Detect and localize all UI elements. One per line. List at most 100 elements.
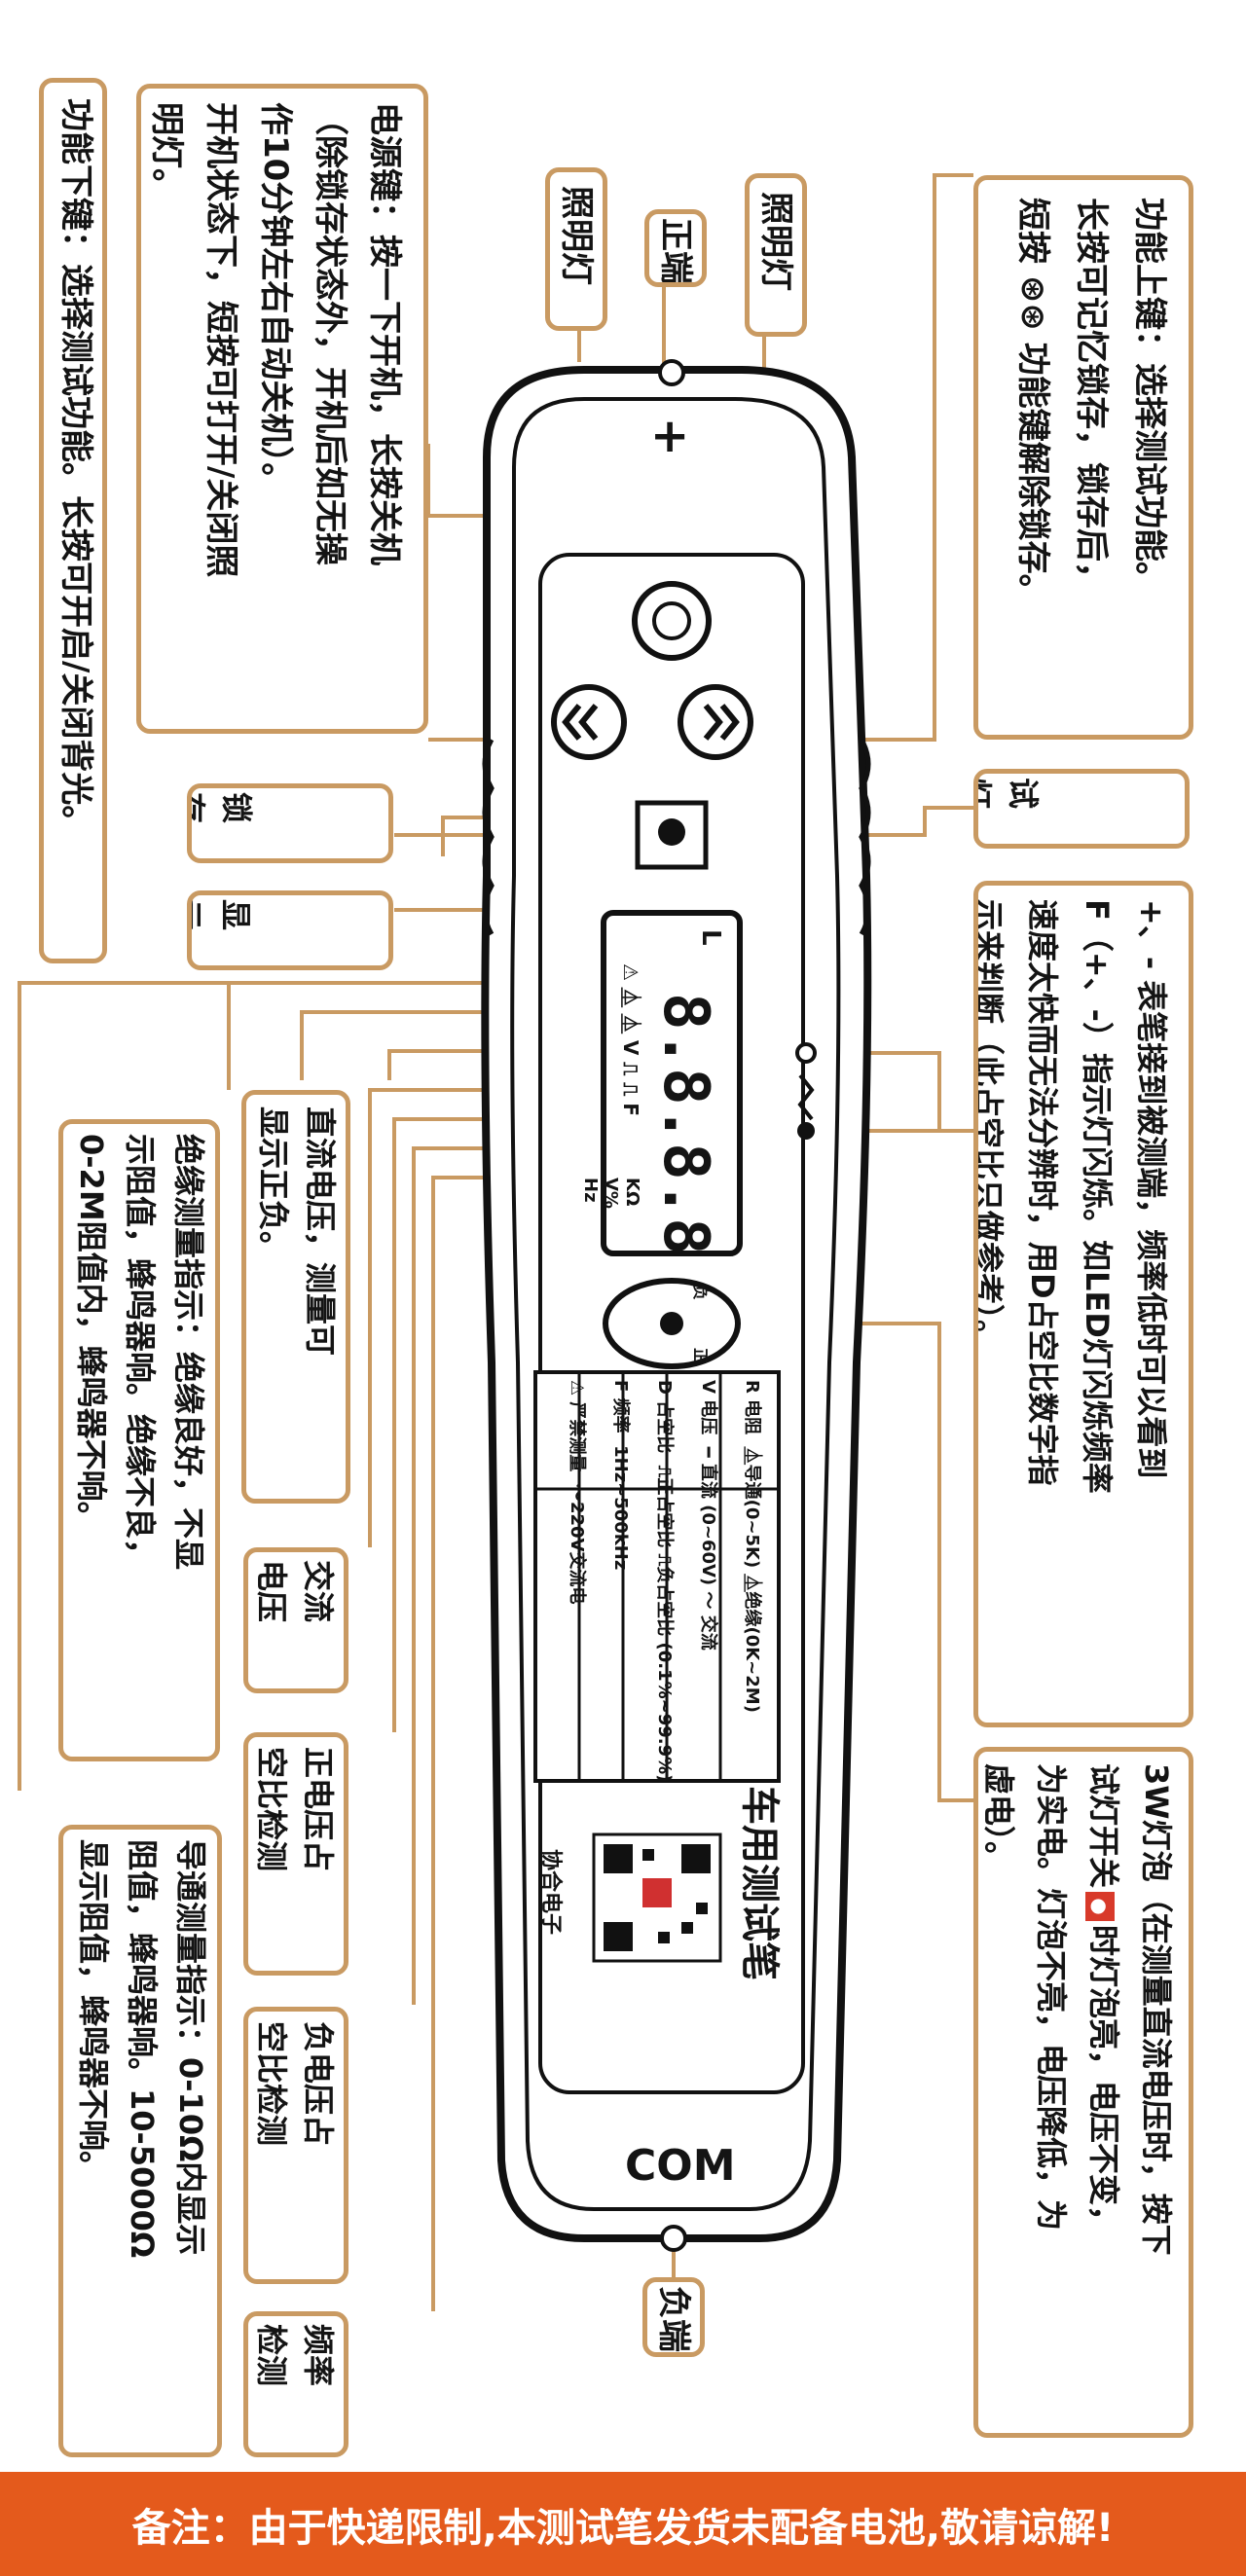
lcd-side-row: ⚠ ⏅ ⏅ V ⎍ ⎍ F xyxy=(619,963,642,1116)
footer-note-text: 备注：由于快递限制,本测试笔发货未配备电池,敬请谅解! xyxy=(131,2505,1115,2551)
lock-0: 锁 xyxy=(218,792,255,824)
plate-row-0-spec: ⏅导通(0~5K) ⏅绝缘(0K~2M) xyxy=(742,1446,762,1713)
bulb-line-3: 虚电）。 xyxy=(980,1763,1017,1873)
lcd-side-1: ⏅ xyxy=(619,987,642,1007)
lcd-unit-v: V% xyxy=(601,1178,622,1209)
plate-row-1: V 电压 ━ 直流 (0~60V) ～ 交流 xyxy=(686,1380,730,1782)
ins-line-2: 0-2M阻值内，蜂鸣器不响。 xyxy=(73,1134,110,1533)
callout-neg-duty: 负电压占 空比检测 xyxy=(243,2007,348,2284)
label-fudan: 负端 xyxy=(654,2286,693,2352)
oval-labels: 负 xyxy=(689,1285,711,1300)
plate-row-4: ⚠ 严禁测量 ～220V交流电 xyxy=(555,1380,599,1782)
ac-line-0: 交流 xyxy=(300,1560,337,1623)
bulb-line-2: 为实电。灯泡不亮，电压降低，为 xyxy=(1033,1763,1070,2231)
disp-1: 示 xyxy=(192,899,211,930)
lcd-units: KΩ V% Hz xyxy=(579,1178,642,1209)
lcd-side-3: V xyxy=(619,1039,642,1056)
func-up-short-press: 短按 xyxy=(1013,198,1052,264)
lcd-side-5: ⎍ xyxy=(619,1082,642,1097)
lcd-l: L xyxy=(693,929,728,946)
ins-line-0: 绝缘测量指示：绝缘良好，不显 xyxy=(170,1134,207,1571)
bulb-line-0: 3W灯泡（在测量直流电压时，按下 xyxy=(1138,1763,1175,2256)
down-arrow-icon: ⊛ xyxy=(1013,303,1052,331)
lcd-digit-readout: 8.8.8.8 xyxy=(649,993,721,1255)
callout-dc-voltage: 直流电压，测量可 显示正负。 xyxy=(241,1090,350,1504)
lcd-unit-hz: Hz xyxy=(579,1178,601,1203)
device-maker-text: 协合电子 xyxy=(538,1849,563,1936)
callout-conduction: 导通测量指示：0-10Ω内显示 阻值，蜂鸣器响。10-5000Ω 显示阻值，蜂鸣… xyxy=(58,1825,222,2457)
label-zhengduan: 正端 xyxy=(656,218,695,284)
plate-row-2-spec: ⎍正占空比 ⎍负占空比 (0.1%~99.9%) xyxy=(654,1465,675,1783)
plate-row-3-spec: 1Hz~500kHz xyxy=(610,1445,631,1571)
lcd-side-6: F xyxy=(619,1103,642,1116)
callout-lock-indicator: 锁 存 指 示 xyxy=(187,783,393,863)
plate-row-4-name: ⚠ 严禁测量 xyxy=(567,1380,587,1472)
plate-row-2-name: D 占空比 xyxy=(654,1380,675,1454)
device-title: 车用测试笔 xyxy=(732,1786,787,1980)
cond-line-1: 阻值，蜂鸣器响。10-5000Ω xyxy=(124,1839,161,2259)
label-box-zhengduan: 正端 xyxy=(644,209,707,287)
func-up-release: 功能键解除锁存。 xyxy=(1013,342,1052,607)
lcd-side-0: ⚠ xyxy=(619,963,642,981)
callout-test-light-switch: 试 灯 开 关 xyxy=(973,769,1190,849)
freq-line-1: 检测 xyxy=(253,2324,290,2387)
bulb-line-1: 试灯开关●时灯泡亮，电压不变， xyxy=(1078,1763,1130,2256)
device-maker: 协合电子 xyxy=(534,1849,565,1935)
tls-1: 灯 xyxy=(978,778,1000,809)
led-note-line-0: +、- 表笔接到被测端，频率低时可以看到 xyxy=(1133,899,1170,1479)
tester-body xyxy=(481,359,872,2252)
com-label: COM xyxy=(625,2141,736,2191)
lcd-digits: 8.8.8.8 xyxy=(641,993,728,1255)
plate-row-0-name: R 电阻 xyxy=(742,1380,762,1435)
callout-bulb: 3W灯泡（在测量直流电压时，按下 试灯开关●时灯泡亮，电压不变， 为实电。灯泡不… xyxy=(973,1747,1193,2438)
lcd-side-indicators: ⚠ ⏅ ⏅ V ⎍ ⎍ F xyxy=(619,963,642,1116)
bulb-switch-icon: ● xyxy=(1085,1892,1115,1922)
spec-plate-text: R 电阻 ⏅导通(0~5K) ⏅绝缘(0K~2M) V 电压 ━ 直流 (0~6… xyxy=(555,1380,774,1782)
neg-duty-line-0: 负电压占 xyxy=(300,2021,337,2147)
neg-duty-line-1: 空比检测 xyxy=(253,2021,290,2147)
func-up-line-1: 长按可记忆锁存，锁存后， xyxy=(1072,198,1111,595)
cond-line-2: 显示阻值，蜂鸣器不响。 xyxy=(75,1839,112,2183)
lcd-side-4: ⎍ xyxy=(619,1062,642,1076)
oval-labels-2: 正 xyxy=(689,1348,711,1363)
plate-row-3-name: F 频率 xyxy=(610,1380,631,1433)
led-note-line-1: F（+、-）指示灯闪烁。如LED灯闪烁频率 xyxy=(1079,899,1116,1494)
up-arrow-icon: ⊛ xyxy=(1013,274,1052,304)
plate-row-4-spec: ～220V交流电 xyxy=(567,1483,587,1605)
label-box-zhaoming-right: 照明灯 xyxy=(745,173,807,337)
label-box-fudan: 负端 xyxy=(642,2277,705,2357)
tls-0: 试 xyxy=(1005,778,1042,810)
ac-line-1: 电压 xyxy=(253,1560,290,1623)
power-key-line-4: 明灯。 xyxy=(147,102,186,201)
label-zhaoming-left: 照明灯 xyxy=(557,186,596,285)
callout-insulation: 绝缘测量指示：绝缘良好，不显 示阻值，蜂鸣器响。绝缘不良， 0-2M阻值内，蜂鸣… xyxy=(58,1119,220,1761)
led-note-line-3: 示来判断（此占空比只做参考）。 xyxy=(973,899,1007,1352)
disp-0: 显 xyxy=(217,899,254,931)
power-key-line-2: 作10分钟左右自动关机）。 xyxy=(256,102,295,496)
diagram-drawing xyxy=(18,173,973,2311)
plate-row-1-spec: ━ 直流 (0~60V) ～ 交流 xyxy=(698,1446,718,1651)
callout-ac-voltage: 交流 电压 xyxy=(243,1547,348,1693)
callout-pos-duty: 正电压占 空比检测 xyxy=(243,1732,348,1976)
plus-sign: + xyxy=(650,409,690,463)
oval-neg: 负 xyxy=(691,1285,710,1301)
callout-display-window: 显 示 窗 xyxy=(187,890,393,970)
diagram-stage: + COM 8.8.8.8 L KΩ V% Hz ⚠ ⏅ ⏅ V ⎍ ⎍ F 负… xyxy=(18,78,1193,2457)
callout-func-down: 功能下键：选择测试功能。长按可开启/关闭背光。 xyxy=(39,78,107,963)
dc-line-0: 直流电压，测量可 xyxy=(302,1107,339,1357)
label-zhaoming-right: 照明灯 xyxy=(756,192,795,291)
pos-duty-line-1: 空比检测 xyxy=(253,1747,290,1872)
ins-line-1: 示阻值，蜂鸣器响。绝缘不良， xyxy=(122,1134,159,1571)
plate-row-3: F 频率 1Hz~500kHz xyxy=(599,1380,642,1782)
led-note-line-2: 速度太快而无法分辨时，用D占空比数字指 xyxy=(1024,899,1061,1486)
device-title-text: 车用测试笔 xyxy=(737,1786,782,1980)
callout-func-up: 功能上键：选择测试功能。 长按可记忆锁存，锁存后， 短按 ⊛⊛ 功能键解除锁存。 xyxy=(973,175,1193,740)
func-up-line-0: 功能上键：选择测试功能。 xyxy=(1130,198,1169,595)
callout-led-note: +、- 表笔接到被测端，频率低时可以看到 F（+、-）指示灯闪烁。如LED灯闪烁… xyxy=(973,881,1193,1727)
dc-line-1: 显示正负。 xyxy=(255,1107,292,1263)
func-up-line-2: 短按 ⊛⊛ 功能键解除锁存。 xyxy=(1004,198,1062,607)
pos-duty-line-0: 正电压占 xyxy=(300,1747,337,1872)
oval-pos: 正 xyxy=(691,1348,710,1364)
lcd-l-text: L xyxy=(696,929,725,946)
power-key-line-1: （除锁存状态外，开机后如无操 xyxy=(311,102,349,565)
